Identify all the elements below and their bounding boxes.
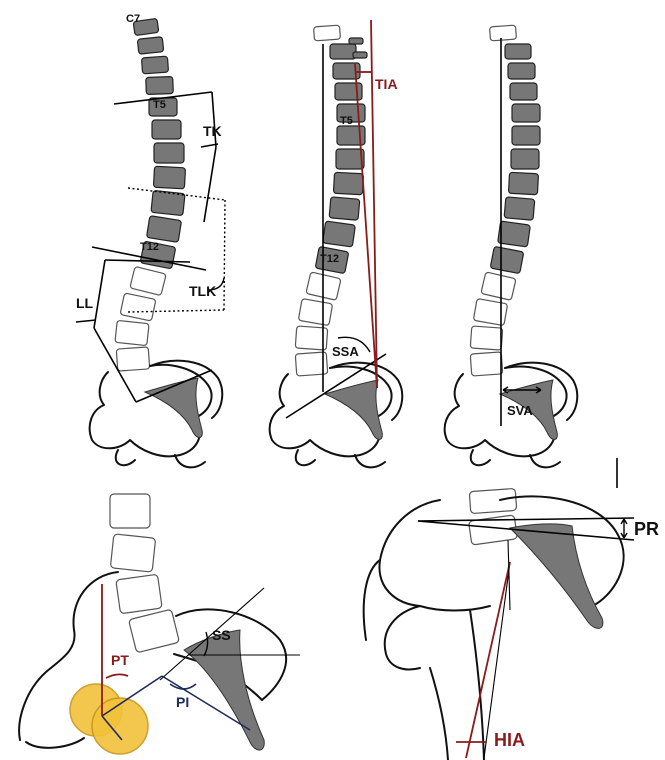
label-tlk: TLK (189, 283, 216, 299)
sacrum-2 (325, 380, 382, 440)
spine-column-2 (295, 25, 365, 376)
pelvis-outline-1 (90, 361, 223, 468)
label-tia: TIA (375, 76, 398, 92)
pr-reference-line (418, 518, 634, 521)
label-ssa: SSA (332, 344, 359, 359)
label-hia: HIA (494, 730, 525, 750)
label-t12-panel1: T12 (140, 241, 159, 253)
femoral-heads (70, 684, 148, 754)
label-tk: TK (203, 123, 222, 139)
label-t12-panel2: T12 (320, 253, 339, 265)
sacrum-5 (510, 524, 603, 629)
panel-pelvic-rotation: PR HIA (364, 488, 659, 760)
pt-angle-arc (106, 674, 128, 678)
label-t5-panel2: T5 (340, 115, 353, 127)
label-c7: C7 (126, 13, 140, 25)
lumbar-vertebrae-4 (110, 494, 179, 653)
pi-angle-arc (170, 684, 196, 689)
label-sva: SVA (507, 403, 533, 418)
panel-sagittal-vertical-axis: SVA (445, 25, 617, 488)
label-pr: PR (634, 519, 659, 539)
panel-tilt-angles: T5 T12 TIA SSA (270, 20, 403, 467)
label-pi: PI (176, 694, 189, 710)
spine-column-3 (470, 25, 540, 376)
label-t5-panel1: T5 (153, 99, 166, 111)
ll-angle-arrow (76, 320, 96, 322)
label-pt: PT (111, 652, 129, 668)
spine-column-1 (115, 18, 186, 371)
panel-spine-curvature: C7 T5 T12 TK TLK LL (76, 13, 225, 467)
pr-angle-arrow (621, 519, 627, 538)
label-ll: LL (76, 295, 94, 311)
panel-pelvic-parameters: SS PI PT (19, 494, 300, 754)
label-ss: SS (212, 627, 231, 643)
